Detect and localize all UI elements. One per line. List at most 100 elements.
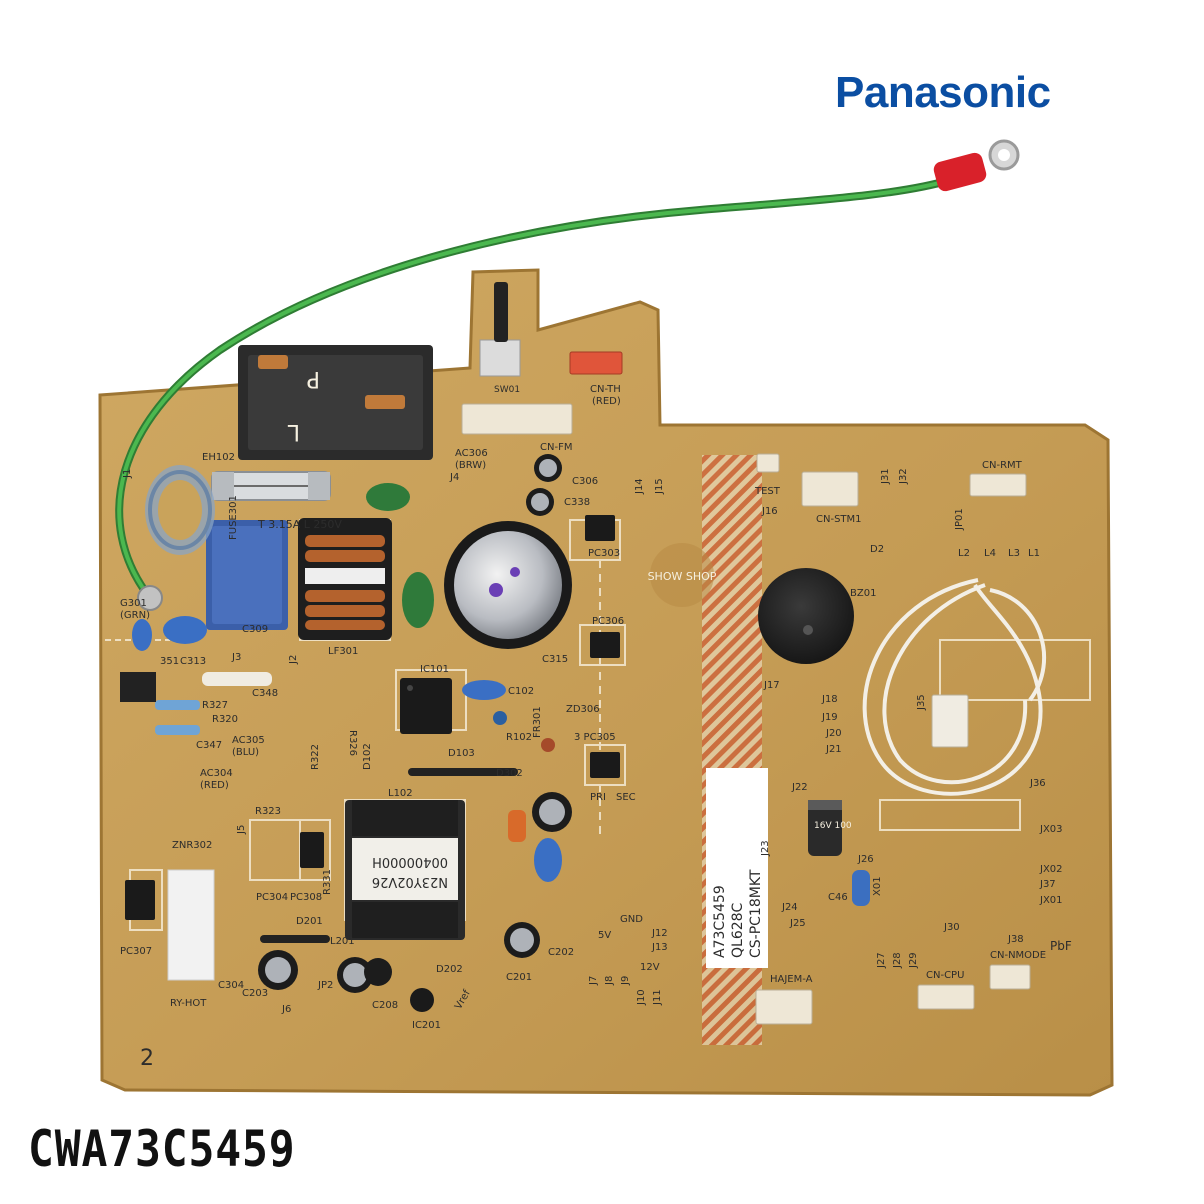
transformer-label: N23Y02V26 00400000H xyxy=(372,854,448,889)
ref-label: J29 xyxy=(908,952,919,969)
tact-switch xyxy=(479,282,521,377)
ref-label: C203 xyxy=(242,988,268,999)
ref-label: R102 xyxy=(506,732,532,743)
ref-label: J38 xyxy=(1007,934,1024,945)
ref-label: C202 xyxy=(548,947,574,958)
ref-label: (BLU) xyxy=(232,747,259,758)
ref-label: C46 xyxy=(828,892,848,903)
ref-label: AC306 xyxy=(455,448,488,459)
ref-label: L2 xyxy=(958,548,970,559)
fuse-rating: T 3.15A L 250V xyxy=(257,518,342,531)
ic101 xyxy=(400,678,452,734)
ref-label: PC306 xyxy=(592,616,624,627)
svg-text:A73C5459: A73C5459 xyxy=(712,885,728,958)
cn-nmode-label: CN-NMODE xyxy=(990,950,1046,961)
ref-label: C313 xyxy=(180,656,206,667)
sw01-label: SW01 xyxy=(494,385,520,395)
ref-label: C102 xyxy=(508,686,534,697)
ref-label: J9 xyxy=(620,976,631,986)
ref-label: J18 xyxy=(821,694,838,705)
ref-label: J2 xyxy=(288,655,299,665)
ref-label: D2 xyxy=(870,544,884,555)
svg-text:CS-PC18MKT: CS-PC18MKT xyxy=(748,869,764,958)
ref-label: D102 xyxy=(362,743,373,770)
ref-label: J10 xyxy=(636,989,647,1006)
ref-label: 3 PC305 xyxy=(574,732,616,743)
ref-label: 12V xyxy=(640,962,660,973)
ref-label: J27 xyxy=(876,952,887,969)
ref-label: L3 xyxy=(1008,548,1020,559)
relay: P L xyxy=(238,345,433,460)
ground-wire xyxy=(115,139,1020,611)
cn-stm1-label: CN-STM1 xyxy=(816,514,862,525)
ref-label: ZD306 xyxy=(566,704,600,715)
discrete-parts xyxy=(120,672,555,1012)
ref-label: J37 xyxy=(1039,879,1056,890)
svg-text:QL628C: QL628C xyxy=(730,902,746,958)
ref-label: J15 xyxy=(654,478,665,495)
ref-label: C348 xyxy=(252,688,278,699)
ref-label: J31 xyxy=(880,468,891,485)
ref-label: L102 xyxy=(388,788,413,799)
ref-label: J26 xyxy=(857,854,874,865)
ferrite-toroid xyxy=(145,465,215,555)
ref-label: J3 xyxy=(231,652,241,663)
white-wire-connector xyxy=(931,694,969,748)
bulk-capacitor xyxy=(444,521,572,649)
ref-label: ZNR302 xyxy=(172,840,212,851)
common-mode-choke xyxy=(298,518,392,640)
hajem-a-label: HAJEM-A xyxy=(770,974,813,985)
ref-label: (GRN) xyxy=(120,610,150,621)
ref-label: EH102 xyxy=(202,452,235,463)
ceramic-capacitors xyxy=(132,616,562,882)
crystal xyxy=(852,870,870,906)
ref-label: L201 xyxy=(330,936,355,947)
transformer xyxy=(345,800,465,940)
svg-text:N23Y02V26: N23Y02V26 xyxy=(372,874,448,889)
svg-text:SHOW SHOP: SHOW SHOP xyxy=(648,570,717,583)
board-id-text: A73C5459 QL628C CS-PC18MKT xyxy=(706,768,768,968)
part-number: CWA73C5459 xyxy=(28,1120,296,1178)
ref-label: BZ01 xyxy=(850,588,876,599)
buzzer xyxy=(758,568,854,664)
ref-label: J14 xyxy=(634,478,645,495)
ref-label: PC303 xyxy=(588,548,620,559)
ref-label: J25 xyxy=(789,918,806,929)
ry-hot-relay xyxy=(167,869,215,981)
svg-text:L: L xyxy=(287,419,300,444)
ref-label: R320 xyxy=(212,714,238,725)
ref-label: C208 xyxy=(372,1000,398,1011)
brand-logo: Panasonic xyxy=(835,68,1051,117)
ref-label: (RED) xyxy=(200,780,229,791)
ref-label: FR301 xyxy=(532,706,543,738)
ref-label: LF301 xyxy=(328,646,358,657)
watermark-logo: SHOW SHOP xyxy=(648,543,717,607)
ref-label: J28 xyxy=(892,952,903,969)
ref-label: D201 xyxy=(296,916,323,927)
cap-rating: 16V 100 xyxy=(814,821,852,831)
ref-label: PC307 xyxy=(120,946,152,957)
ref-label: J22 xyxy=(791,782,808,793)
ref-label: J35 xyxy=(916,694,927,711)
fuse xyxy=(211,471,331,501)
ref-label: R327 xyxy=(202,700,228,711)
ref-label: PC308 xyxy=(290,892,322,903)
ref-label: R323 xyxy=(255,806,281,817)
orange-capacitor xyxy=(508,810,526,842)
ref-label: GND xyxy=(620,914,643,925)
ref-label: C306 xyxy=(572,476,598,487)
test-label: TEST xyxy=(754,486,781,497)
pbf-label: PbF xyxy=(1050,939,1072,953)
ref-label: R326 xyxy=(347,730,358,756)
ref-label: C309 xyxy=(242,624,268,635)
svg-text:P: P xyxy=(307,366,320,391)
ry-hot-label: RY-HOT xyxy=(170,998,207,1009)
ref-label: R322 xyxy=(310,744,321,770)
ref-label: G301 xyxy=(120,598,147,609)
ref-label: SEC xyxy=(616,792,636,803)
ref-label: C315 xyxy=(542,654,568,665)
ref-label: J4 xyxy=(449,472,459,483)
ref-label: C347 xyxy=(196,740,222,751)
film-capacitor xyxy=(206,520,288,630)
ref-label: C338 xyxy=(564,497,590,508)
